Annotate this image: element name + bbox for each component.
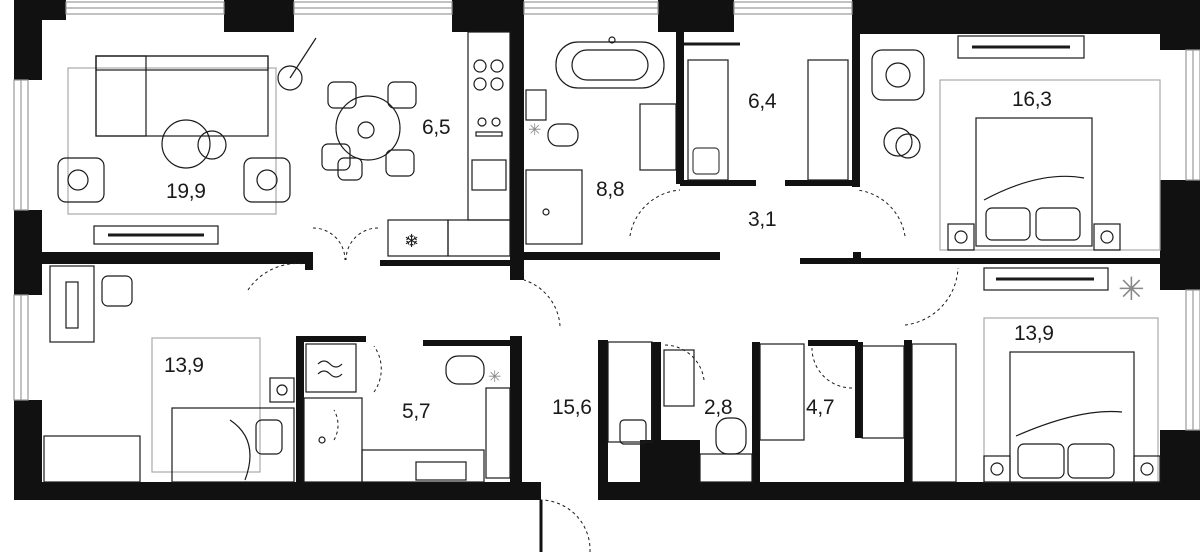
nightstand: [1093, 223, 1121, 251]
room-area-bedroom-left: 13,9: [164, 354, 204, 377]
stove-icon: [473, 59, 504, 91]
room-area-wardrobe: 6,4: [748, 90, 777, 113]
plant-icon: ✳: [1118, 271, 1145, 307]
slippers: [619, 419, 647, 445]
room-area-wc: 2,8: [704, 396, 733, 419]
furniture: ❄ ✳: [43, 31, 1161, 483]
room-area-bathroom: 8,8: [596, 178, 625, 201]
shower-icon: [525, 169, 583, 245]
armchair-icon: [57, 157, 105, 203]
room-area-hall-main: 15,6: [552, 396, 592, 419]
plant-icon: ✳: [488, 369, 501, 386]
rug: [67, 67, 277, 215]
sink-icon: [471, 159, 507, 191]
oven-controls: [475, 117, 503, 137]
windows: [13, 1, 1200, 431]
plant-icon: ✳: [528, 122, 541, 139]
desk-icon: [49, 265, 95, 343]
tv-stand: [93, 225, 219, 245]
armchair-icon: [243, 157, 291, 203]
toilet-icon: [547, 123, 579, 147]
slippers: [692, 147, 720, 175]
bed-icon: [171, 407, 295, 483]
doors: [247, 189, 959, 553]
toilet-icon: [445, 355, 485, 385]
washing-machine-icon: [525, 89, 547, 121]
toilet-icon: [715, 417, 747, 455]
shower-icon: [303, 397, 363, 483]
dining-table-icon: [321, 81, 417, 181]
nightstand: [1133, 455, 1161, 483]
sink-icon: [639, 103, 677, 171]
bed-icon: [975, 117, 1093, 247]
coffee-table: [161, 119, 211, 169]
room-area-storage: 4,7: [806, 396, 835, 419]
floor-lamp: [277, 65, 303, 91]
walls: [14, 0, 1200, 500]
room-area-kitchen: 6,5: [422, 116, 451, 139]
room-area-living: 19,9: [166, 180, 206, 203]
room-area-hall-upper: 3,1: [748, 208, 777, 231]
room-area-bathroom-small: 5,7: [402, 400, 431, 423]
armchair-icon: [871, 49, 925, 101]
room-area-bedroom-top-right: 16,3: [1012, 88, 1052, 111]
fridge-icon: ❄: [404, 231, 419, 251]
nightstand: [947, 223, 975, 251]
nightstand: [983, 455, 1011, 483]
washing-machine-icon: [305, 343, 357, 393]
room-area-bedroom-bottom-right: 13,9: [1014, 322, 1054, 345]
bed-icon: [1009, 351, 1135, 483]
